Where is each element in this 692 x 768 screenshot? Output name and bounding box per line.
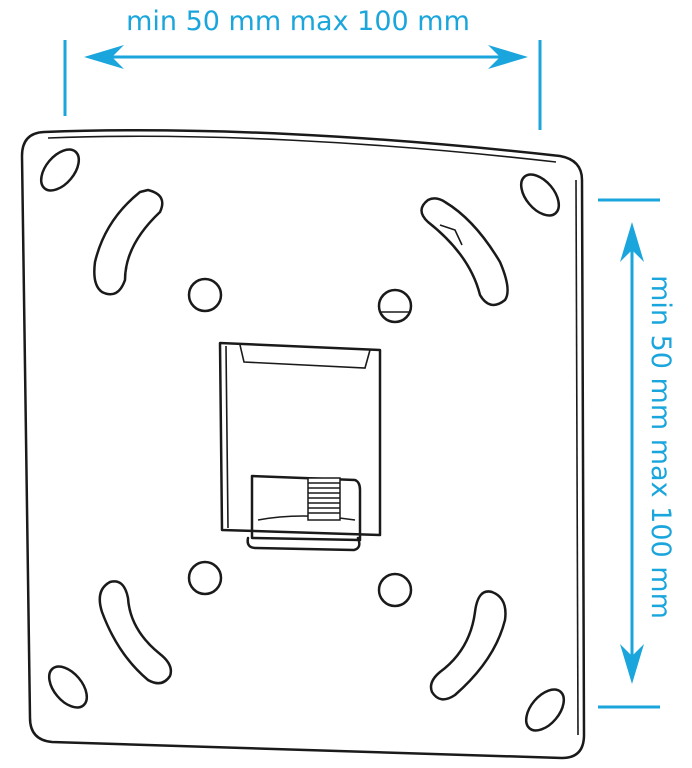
plate-outline bbox=[20, 129, 586, 760]
plate-edge bbox=[47, 135, 557, 163]
slot-top-right bbox=[420, 197, 509, 307]
slot-bottom-right bbox=[429, 590, 507, 701]
corner-hole-bottom-right bbox=[524, 688, 566, 732]
corner-hole-top-right bbox=[519, 173, 561, 217]
hole-inner-top-left bbox=[187, 277, 223, 313]
arrowhead-left bbox=[84, 45, 124, 69]
arrowhead-bottom bbox=[620, 644, 644, 684]
arrowhead-right bbox=[488, 45, 528, 69]
width-dimension: min 50 mm max 100 mm bbox=[63, 6, 542, 130]
corner-hole-bottom-left bbox=[47, 665, 89, 709]
width-label: min 50 mm max 100 mm bbox=[126, 6, 470, 37]
bracket-top-lip bbox=[239, 344, 371, 369]
bracket-clip bbox=[250, 474, 362, 542]
corner-hole-top-left bbox=[39, 148, 81, 192]
bracket-body bbox=[218, 341, 382, 537]
bracket-edge bbox=[225, 345, 229, 529]
slot-bottom-left bbox=[98, 580, 173, 685]
slot-top-left bbox=[93, 188, 164, 296]
plate-side-edge bbox=[575, 179, 579, 736]
center-bracket bbox=[218, 341, 382, 552]
clip-detail bbox=[257, 515, 356, 521]
arrowhead-top bbox=[620, 222, 644, 262]
height-dimension: min 50 mm max 100 mm bbox=[598, 198, 676, 709]
slot-detail bbox=[439, 224, 463, 246]
height-label: min 50 mm max 100 mm bbox=[645, 275, 676, 619]
screw-thread bbox=[307, 477, 341, 521]
hole-inner-bottom-right bbox=[377, 572, 413, 608]
hole-inner-top-right bbox=[377, 288, 413, 324]
mounting-plate bbox=[20, 129, 586, 760]
hole-inner-bottom-left bbox=[187, 560, 223, 596]
clip-roller bbox=[246, 536, 361, 552]
